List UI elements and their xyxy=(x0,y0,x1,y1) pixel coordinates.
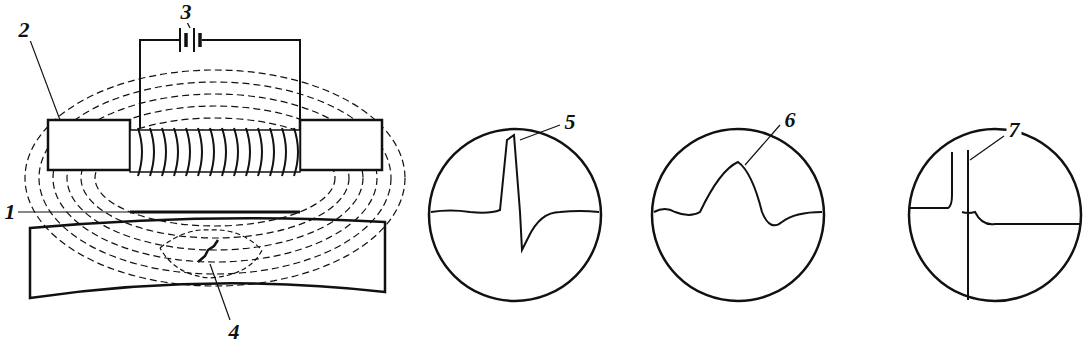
screen xyxy=(429,129,601,301)
coil-turn xyxy=(186,128,190,176)
callout-number: 1 xyxy=(3,201,18,223)
flux-line xyxy=(95,130,335,226)
callout-number: 3 xyxy=(179,1,194,23)
waveform xyxy=(431,135,599,250)
battery-plate xyxy=(179,28,181,52)
leader-line xyxy=(970,136,1004,160)
coil-turn xyxy=(282,128,286,176)
callout-number: 5 xyxy=(563,111,578,133)
leader-line xyxy=(30,40,60,120)
coil-windings xyxy=(138,128,298,176)
callout-number: 7 xyxy=(1007,119,1022,141)
leader-line xyxy=(18,211,130,212)
defect xyxy=(198,240,218,262)
coil-turn xyxy=(198,128,202,176)
coil-turn xyxy=(234,128,238,176)
waveform xyxy=(910,150,1080,300)
coil-turn xyxy=(270,128,274,176)
callout-number: 6 xyxy=(783,109,798,131)
coil-turn xyxy=(294,128,298,176)
flux-lines xyxy=(25,70,405,286)
coil-turn xyxy=(210,128,214,176)
core-leg xyxy=(300,120,382,170)
battery-plate xyxy=(198,33,202,47)
flux-bulge xyxy=(160,230,262,278)
leader-line xyxy=(745,125,780,165)
flaw-detector xyxy=(18,20,405,320)
leader-line xyxy=(520,125,560,140)
coil-turn xyxy=(138,128,142,176)
screen xyxy=(909,129,1081,301)
coil-turn xyxy=(174,128,178,176)
flux-line xyxy=(25,70,405,286)
wire xyxy=(140,40,300,128)
screen xyxy=(652,129,824,301)
waveform xyxy=(654,162,822,225)
callout-number: 4 xyxy=(227,321,242,343)
leader-line xyxy=(210,264,230,320)
coil-turn xyxy=(150,128,154,176)
callout-number: 2 xyxy=(17,19,32,41)
coil-turn xyxy=(258,128,262,176)
battery-plate xyxy=(184,33,188,47)
screens xyxy=(429,125,1081,301)
coil-turn xyxy=(222,128,226,176)
coil-turn xyxy=(246,128,250,176)
sensor-plate xyxy=(130,211,300,214)
flux-line xyxy=(39,82,391,274)
core-leg xyxy=(48,120,130,170)
battery-plate xyxy=(193,28,195,52)
coil-turn xyxy=(162,128,166,176)
